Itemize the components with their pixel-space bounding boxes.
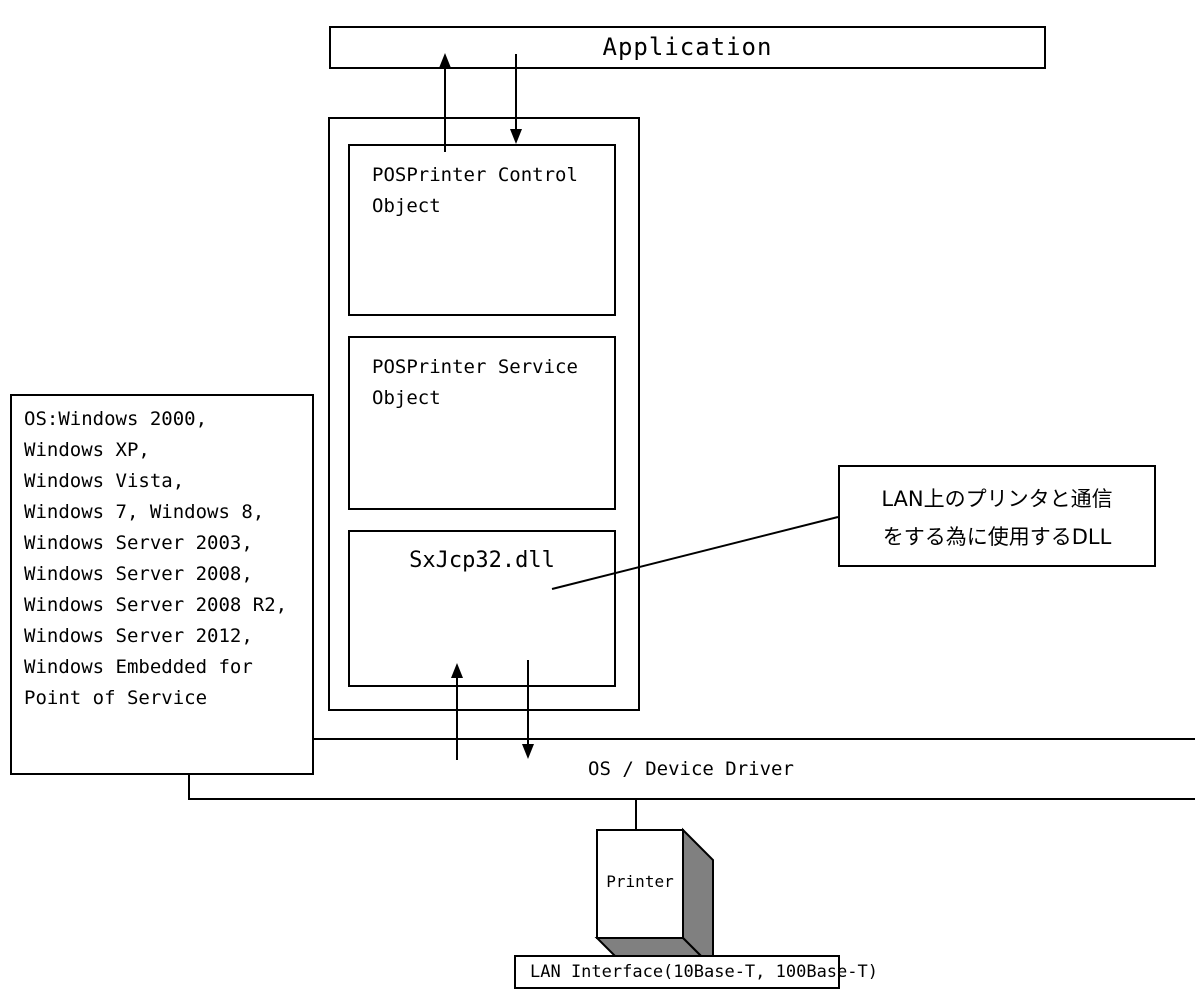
service-object-label-1: POSPrinter Service bbox=[372, 356, 578, 378]
lan-interface-box: LAN Interface(10Base-T, 100Base-T) bbox=[514, 955, 878, 989]
control-object-box: POSPrinter Control Object bbox=[348, 144, 616, 316]
dll-note-line-1: LAN上のプリンタと通信 bbox=[881, 487, 1113, 511]
control-object-label-2: Object bbox=[372, 195, 441, 217]
os-line: OS:Windows 2000, bbox=[24, 408, 208, 430]
note-pointer-line bbox=[551, 516, 839, 590]
dll-box: SxJcp32.dll bbox=[348, 530, 616, 687]
dll-label: SxJcp32.dll bbox=[409, 548, 555, 573]
os-driver-label: OS / Device Driver bbox=[588, 758, 794, 780]
dll-note-box: LAN上のプリンタと通信 をする為に使用するDLL bbox=[838, 465, 1156, 567]
os-line: Windows 7, Windows 8, bbox=[24, 501, 265, 523]
os-line: Windows Server 2008, bbox=[24, 563, 253, 585]
os-line: Windows Server 2008 R2, bbox=[24, 594, 288, 616]
os-line: Windows Server 2012, bbox=[24, 625, 253, 647]
control-object-label-1: POSPrinter Control bbox=[372, 164, 578, 186]
os-line: Point of Service bbox=[24, 687, 208, 709]
os-line: Windows Vista, bbox=[24, 470, 185, 492]
dll-note-line-2: をする為に使用するDLL bbox=[882, 525, 1112, 549]
printer-label: Printer bbox=[606, 872, 674, 891]
lan-interface-label: LAN Interface(10Base-T, 100Base-T) bbox=[530, 962, 878, 982]
arrowhead-down bbox=[522, 744, 534, 759]
os-line: Windows Server 2003, bbox=[24, 532, 253, 554]
service-object-box: POSPrinter Service Object bbox=[348, 336, 616, 510]
arrowhead-up bbox=[439, 53, 451, 68]
os-line: Windows XP, bbox=[24, 439, 150, 461]
service-object-label-2: Object bbox=[372, 387, 441, 409]
application-label: Application bbox=[602, 33, 773, 61]
printer-front-face bbox=[596, 829, 684, 939]
arrowhead-down bbox=[510, 129, 522, 144]
os-line: Windows Embedded for bbox=[24, 656, 253, 678]
os-box: OS:Windows 2000, Windows XP, Windows Vis… bbox=[10, 394, 314, 775]
arrowhead-up bbox=[451, 663, 463, 678]
